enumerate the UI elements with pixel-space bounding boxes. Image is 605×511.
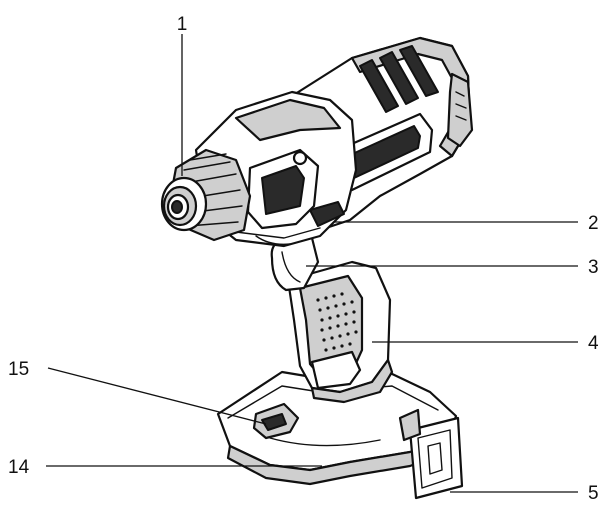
callout-15: 15 (8, 359, 29, 380)
grip-texture (316, 292, 358, 352)
battery-release-button (252, 402, 300, 440)
callout-labels: 1 2 3 4 5 14 15 (8, 14, 599, 504)
leader-lines (46, 34, 578, 493)
hammer-case (194, 90, 358, 248)
trigger (270, 236, 320, 292)
battery-base (216, 370, 464, 500)
quick-release-chuck (160, 176, 208, 232)
handle-grip (286, 260, 394, 404)
callout-2: 2 (588, 213, 599, 234)
callout-4: 4 (588, 333, 599, 354)
callout-1: 1 (177, 14, 188, 35)
work-light (227, 457, 311, 485)
callout-5: 5 (588, 483, 599, 504)
callout-3: 3 (588, 257, 599, 278)
leader-15 (47, 367, 267, 425)
callout-14: 14 (8, 457, 30, 478)
